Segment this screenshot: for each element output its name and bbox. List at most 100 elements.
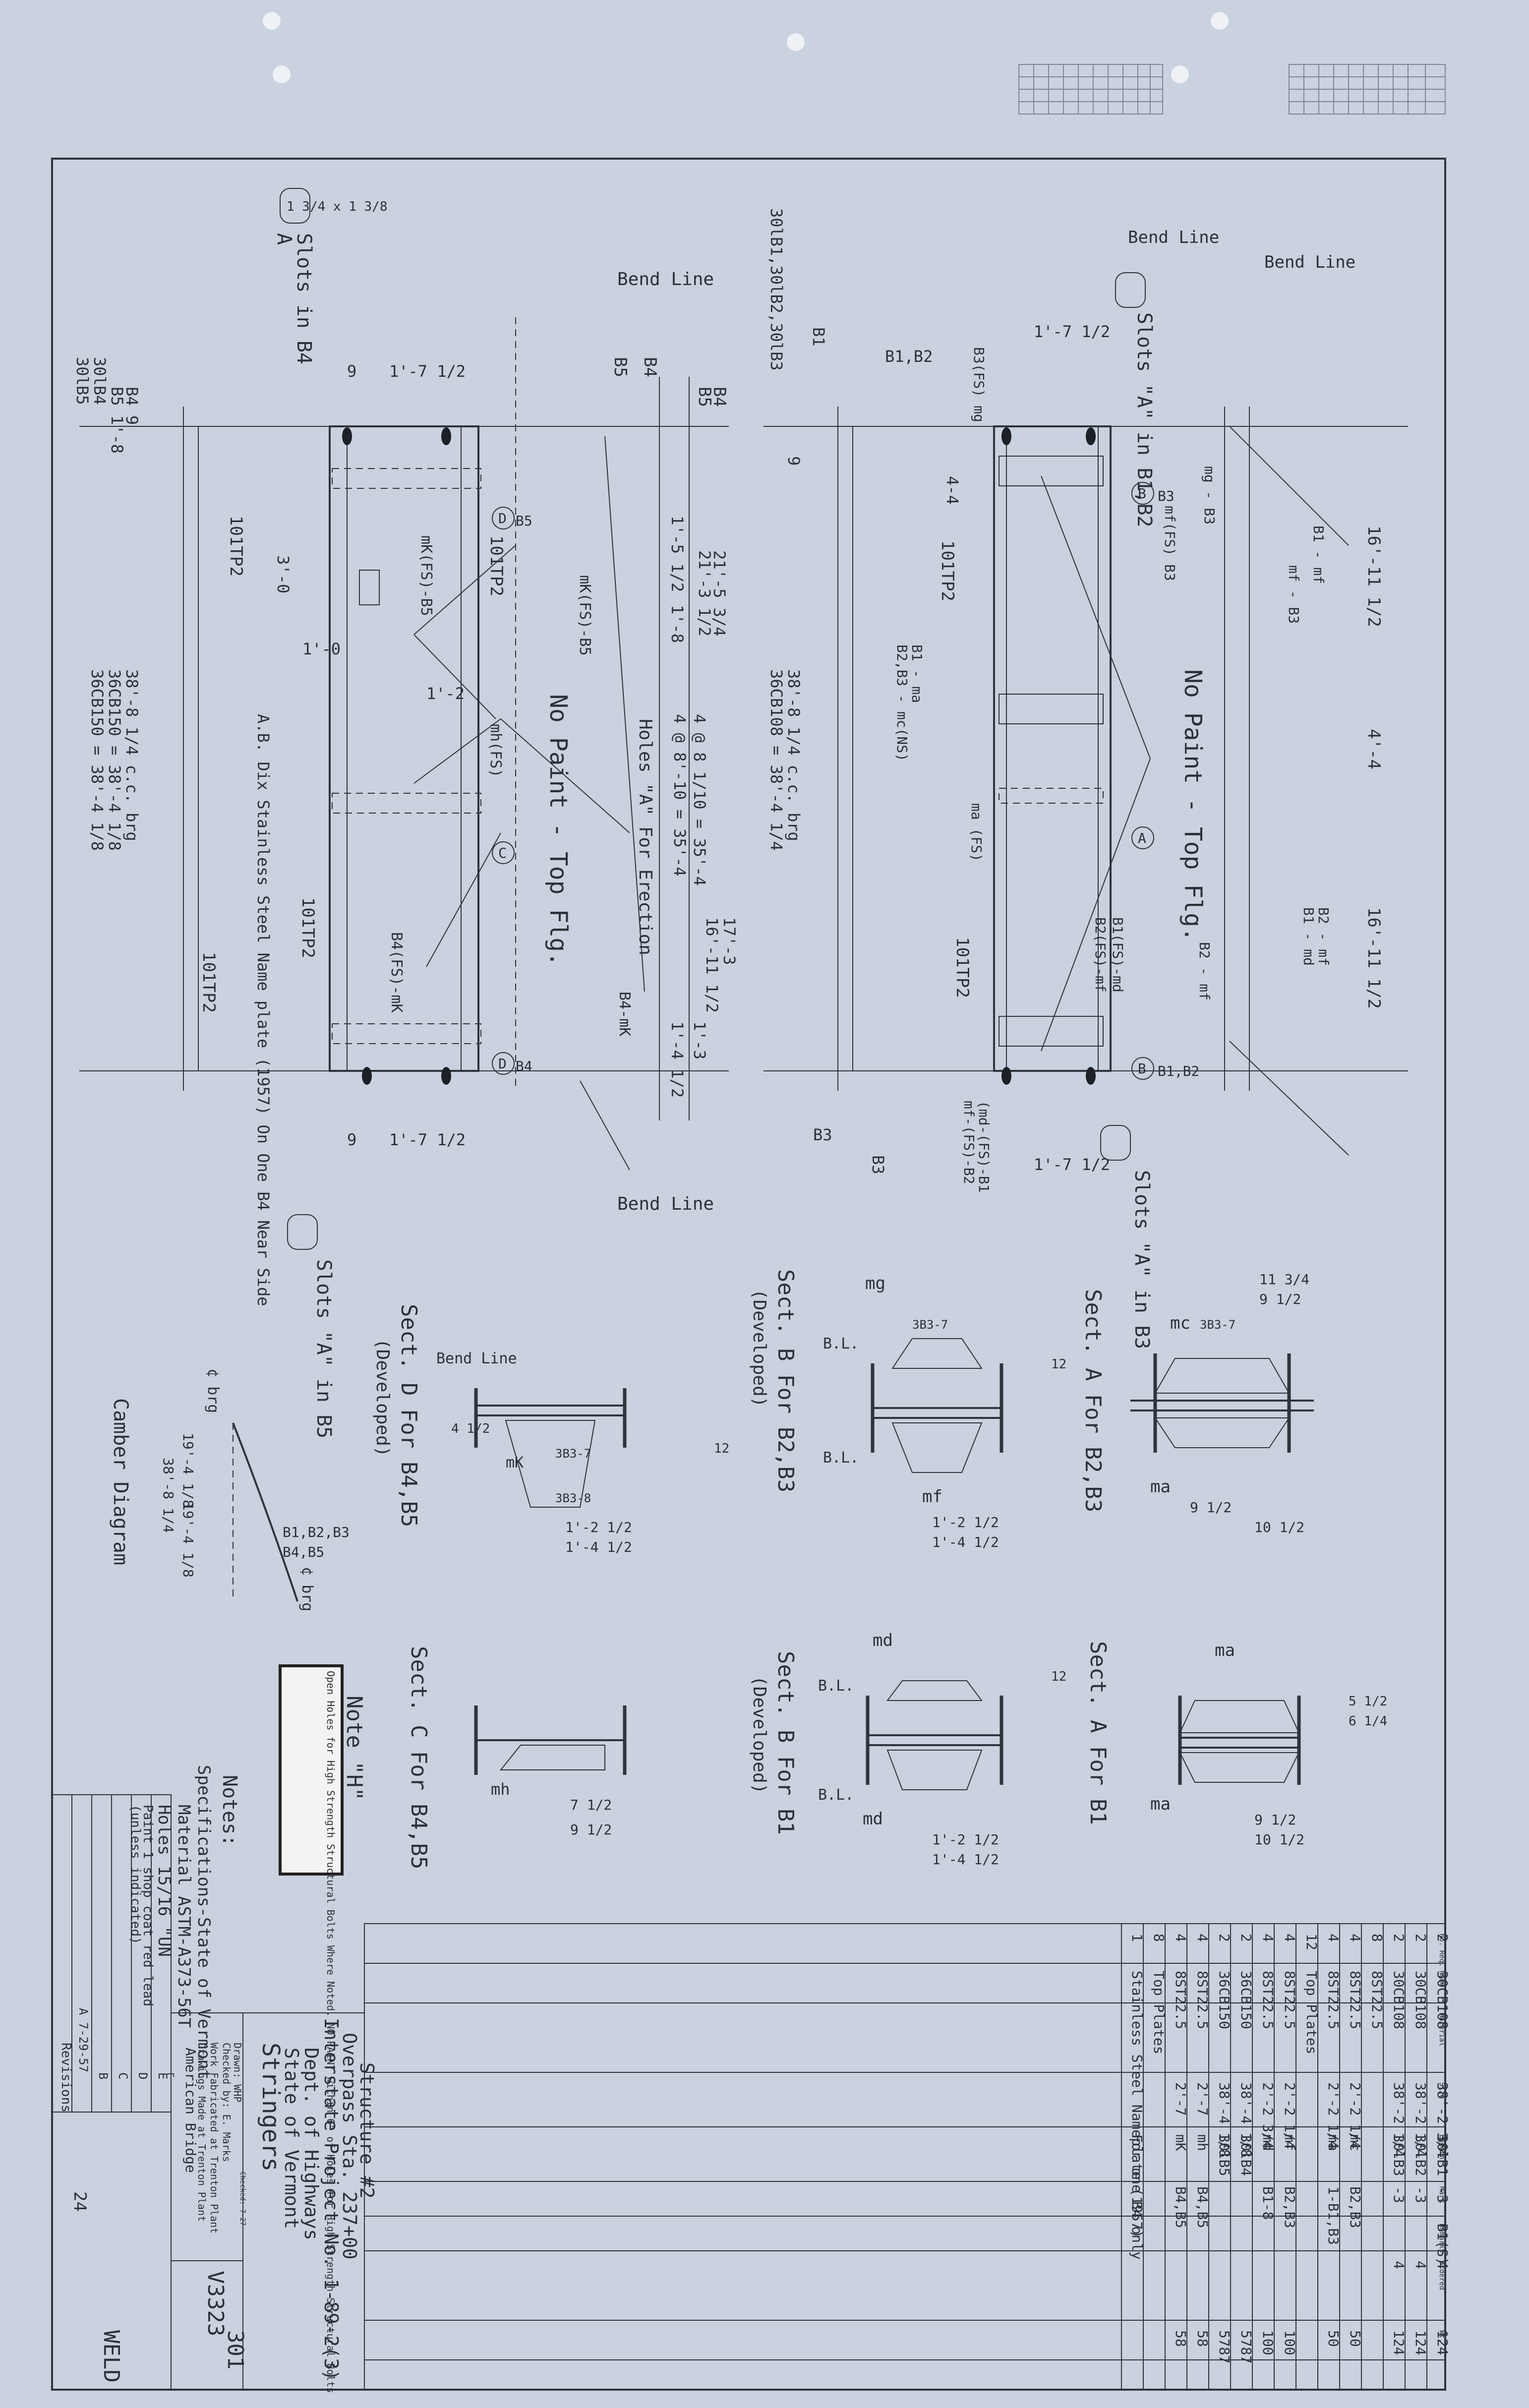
dim-label: 1'-0 bbox=[302, 640, 341, 658]
bill-cell: md bbox=[1260, 2134, 1276, 2151]
bend-line-label: Bend Line bbox=[617, 269, 714, 290]
bill-cell: -3 bbox=[1434, 2186, 1451, 2203]
bill-cell: 4 bbox=[1173, 1934, 1189, 1942]
section-label: mK bbox=[506, 1454, 524, 1471]
slot-mark: 1 3/4 x 1 3/8 bbox=[287, 199, 388, 214]
dim-label: 1'-2 bbox=[426, 684, 465, 703]
weld-stamp: WELD bbox=[99, 2330, 124, 2383]
bill-cell: B4,B5 bbox=[1173, 2186, 1189, 2228]
bill-cell: 38'-2 1/4 bbox=[1412, 2082, 1429, 2158]
weld-note: B4(FS)-mK bbox=[388, 932, 405, 1013]
notes-line: (unless indicated) bbox=[128, 1805, 143, 1944]
member-mark: B5 bbox=[610, 357, 630, 377]
weld-note: mg - B3 bbox=[1201, 466, 1218, 525]
member-mark: B3 bbox=[869, 1155, 887, 1175]
drawing-title-line: Structure #2 bbox=[356, 2062, 378, 2199]
punch-hole bbox=[273, 65, 291, 83]
dim-label: 9 bbox=[347, 1130, 356, 1149]
section-label: 1'-4 1/2 bbox=[932, 1534, 999, 1550]
member-mark: B4 bbox=[709, 387, 729, 407]
bill-cell: 4 bbox=[1412, 2261, 1429, 2269]
bill-header: Remarks bbox=[1438, 2224, 1446, 2253]
bill-cell: 58 bbox=[1194, 2330, 1211, 2347]
side-label: 38'-8 1/4 c.c. brg bbox=[784, 669, 803, 841]
bill-cell: 8 bbox=[1151, 1934, 1167, 1942]
section-label: ma bbox=[1150, 1477, 1171, 1497]
bill-header: Name bbox=[1438, 1971, 1446, 1988]
section-a-b2b3: Sect. A For B2,B3 mc ma 3B3-7 11 3/4 9 1… bbox=[1080, 1271, 1314, 1535]
section-label: 4 1/2 bbox=[451, 1421, 490, 1436]
plan-right: Slots "A" in B1,B2 Bend Line Bend Line S… bbox=[764, 208, 1408, 1349]
plate-label: 101TP2 bbox=[226, 516, 246, 577]
bill-cell: 38'-2 3/4 bbox=[1434, 2082, 1451, 2158]
bill-cell: 38'-2 1/4 bbox=[1391, 2082, 1407, 2158]
side-label: 36CB150 = 38'-4 1/8 bbox=[105, 669, 124, 851]
section-a-b1: Sect. A For B1 ma ma 9 1/2 10 1/2 5 1/2 … bbox=[1085, 1641, 1387, 1848]
bill-cell: mK bbox=[1173, 2134, 1189, 2151]
bill-cell: 100 bbox=[1282, 2330, 1298, 2355]
camber-label: B4,B5 bbox=[283, 1544, 324, 1560]
member-mark: B1 bbox=[809, 327, 828, 347]
member-mark: B5 bbox=[695, 387, 714, 407]
bill-cell: B2,B3 bbox=[1347, 2186, 1363, 2228]
plan-left: 9 1'-7 1/2 9 1'-7 1/2 3'-0 1'-0 1'-2 1'-… bbox=[73, 188, 739, 1438]
dim-label: 16'-11 1/2 bbox=[703, 917, 721, 1013]
dim-label: 1'-5 1/2 bbox=[668, 516, 687, 592]
weld-note: mf(FS) B3 bbox=[1162, 506, 1178, 581]
drawing-title-line: State of Vermont bbox=[281, 2048, 302, 2229]
bill-cell: 50 bbox=[1347, 2330, 1363, 2347]
bill-cell: 124 bbox=[1412, 2330, 1429, 2355]
section-callout: B1,B2 bbox=[1158, 1063, 1199, 1079]
bill-cell: 8 bbox=[1369, 1934, 1385, 1942]
bill-cell: 50 bbox=[1325, 2330, 1342, 2347]
slots-note-bottom: Slots "A" in B3 bbox=[1130, 1170, 1153, 1349]
company-line: Drawn: WHP bbox=[232, 2043, 243, 2102]
side-label: 38'-8 1/4 c.c. brg bbox=[122, 669, 141, 841]
slots-note-bottom: Slots "A" in B5 bbox=[312, 1259, 335, 1438]
nameplate-note: A.B. Dix Stainless Steel Name plate (195… bbox=[254, 714, 273, 1306]
camber-label: 19'-4 1/8 bbox=[180, 1502, 196, 1578]
bill-header: Material bbox=[1438, 2013, 1446, 2046]
section-label: 7 1/2 bbox=[570, 1797, 612, 1813]
dim-label: 1'-4 1/2 bbox=[668, 1021, 687, 1098]
revision-row: E bbox=[156, 2072, 170, 2079]
dim-label: 4 @ 8 1/10 = 35'-4 bbox=[690, 714, 709, 886]
bill-cell: 8ST22.5 bbox=[1173, 1971, 1189, 2029]
bill-cell: 1-B1,B3 bbox=[1325, 2186, 1342, 2245]
bill-cell: 30CB108 bbox=[1434, 1971, 1451, 2029]
bill-cell: mh bbox=[1194, 2134, 1211, 2151]
notes-line: Specifications-State of Vermont bbox=[194, 1765, 214, 2080]
weld-note: B2 - mf bbox=[1315, 907, 1332, 966]
bill-cell: 30lB3 bbox=[1391, 2134, 1407, 2176]
bill-cell: 38'-4 1/8 bbox=[1238, 2082, 1254, 2158]
revision-row: C bbox=[116, 2072, 130, 2079]
punch-hole bbox=[1211, 12, 1229, 30]
dim-label: 9 bbox=[784, 456, 803, 466]
bill-cell: mc bbox=[1347, 2134, 1363, 2151]
dim-label: 4-4 bbox=[943, 476, 962, 505]
bill-cell: 8ST22.5 bbox=[1347, 1971, 1363, 2029]
bill-cell: -3 bbox=[1412, 2186, 1429, 2203]
side-label: 30lB4 bbox=[90, 357, 109, 405]
bill-cell: 4 bbox=[1325, 1934, 1342, 1942]
bill-cell: 2'-7 bbox=[1194, 2082, 1211, 2115]
camber-diagram: Camber Diagram ¢ brg ¢ brg 19'-4 1/8 19'… bbox=[109, 1368, 350, 1611]
plate-label: 101TP2 bbox=[298, 897, 318, 958]
plate-label: 101TP2 bbox=[938, 540, 957, 601]
weld-note: B4-mK bbox=[616, 992, 633, 1036]
bill-header: Wt. bbox=[1438, 2330, 1446, 2343]
side-label: 36CB150 = 38'-4 1/8 bbox=[88, 669, 107, 851]
section-callout: B5 bbox=[516, 513, 532, 529]
section-label: 1'-4 1/2 bbox=[932, 1851, 999, 1868]
plate-label: 101TP2 bbox=[199, 952, 219, 1013]
label-card: Open Holes for High Strength Structural … bbox=[279, 1664, 344, 2393]
bill-cell: ma bbox=[1325, 2134, 1342, 2151]
bill-cell: 4 bbox=[1347, 1934, 1363, 1942]
erection-holes-note: Holes "A" For Erection bbox=[635, 719, 655, 955]
section-callout: B bbox=[1138, 485, 1146, 502]
bill-cell: 8ST22.5 bbox=[1369, 1971, 1385, 2029]
bill-cell: -3 bbox=[1391, 2186, 1407, 2203]
bill-cell: 30lB2 bbox=[1412, 2134, 1429, 2176]
weld-note: mh(FS) bbox=[487, 724, 504, 777]
plate-label: 101TP2 bbox=[952, 937, 972, 998]
